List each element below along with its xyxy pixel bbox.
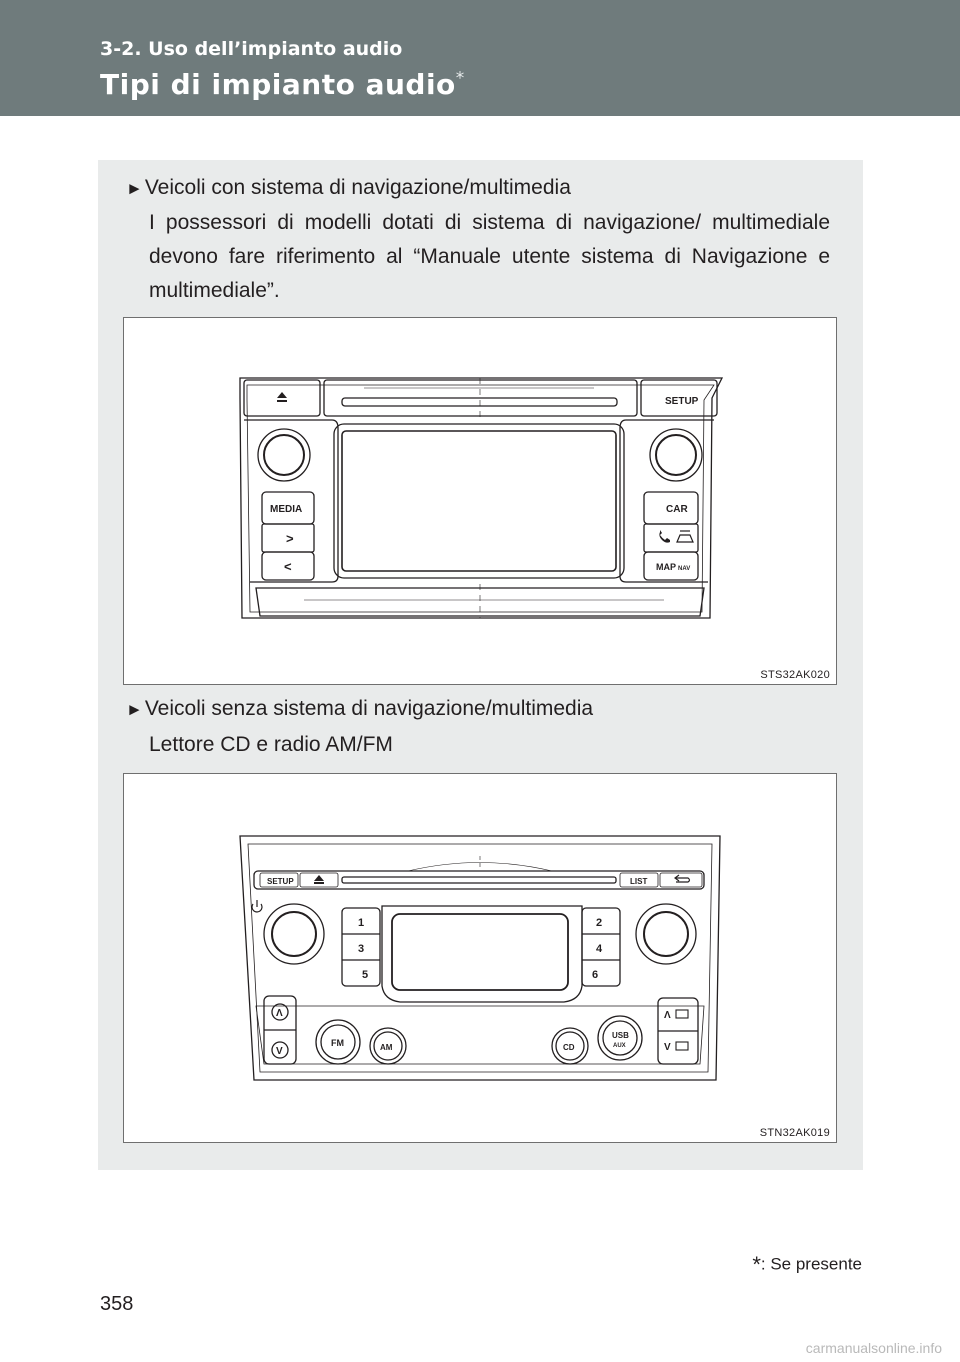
watermark: carmanualsonline.info [805,1340,942,1356]
eject-icon [314,875,324,884]
map-label: MAP [656,562,676,572]
preset-5-label: 5 [362,969,368,981]
media-label: MEDIA [270,504,302,515]
nav-instruction-paragraph: I possessori di modelli dotati di sistem… [149,211,830,302]
list-label: LIST [630,877,647,886]
up-label: Λ [276,1008,283,1019]
asterisk-mark: * [455,68,465,89]
next-label: > [286,531,294,546]
cd-label: CD [563,1043,575,1052]
preset-4-label: 4 [596,943,603,955]
cd-radio-subtitle: Lettore CD e radio AM/FM [149,733,393,756]
fm-label: FM [331,1038,344,1048]
figure-code: STN32AK019 [759,1127,830,1139]
preset-3-label: 3 [358,943,364,955]
figure-navigation-unit: SETUP MEDIA > < CAR MAP NAV STS32AK020 [123,317,837,685]
asterisk-mark: * [752,1252,761,1277]
prev-label: < [284,559,292,574]
car-settings-icon [676,530,694,543]
car-label: CAR [666,504,688,515]
aux-label: AUX [613,1043,626,1049]
page-number: 358 [100,1293,134,1315]
bullet-nav-vehicles: ►Veicoli con sistema di navigazione/mult… [126,176,571,200]
folder-down-label: V [664,1042,671,1053]
folder-up-icon [675,1009,689,1019]
preset-1-label: 1 [358,917,364,929]
setup-label: SETUP [665,396,699,407]
bullet-text: Veicoli con sistema di navigazione/multi… [144,176,571,199]
bullet-arrow-icon: ► [126,179,143,198]
navigation-unit-illustration: SETUP MEDIA > < CAR MAP NAV [239,377,724,619]
page-title: Tipi di impianto audio* [100,68,465,101]
folder-up-label: Λ [664,1010,671,1021]
bullet-non-nav-vehicles: ►Veicoli senza sistema di navigazione/mu… [126,697,593,721]
folder-down-icon [675,1041,689,1051]
nav-label: NAV [678,566,690,572]
power-icon [251,900,263,913]
figure-code: STS32AK020 [760,669,830,681]
am-label: AM [380,1043,393,1052]
footnote-text: : Se presente [760,1254,862,1274]
page-title-text: Tipi di impianto audio [100,68,456,101]
phone-icon [659,530,670,543]
footnote: *: Se presente [752,1252,862,1278]
bullet-text: Veicoli senza sistema di navigazione/mul… [144,697,594,720]
bullet-arrow-icon: ► [126,700,143,719]
cd-radio-unit-illustration: SETUP LIST 1 2 3 4 5 6 Λ V Λ V FM AM CD … [239,835,721,1081]
preset-6-label: 6 [592,969,598,981]
preset-2-label: 2 [596,917,602,929]
section-title: 3-2. Uso dell’impianto audio [100,38,403,60]
page-header: 3-2. Uso dell’impianto audio Tipi di imp… [0,0,960,116]
figure-cd-radio-unit: SETUP LIST 1 2 3 4 5 6 Λ V Λ V FM AM CD … [123,773,837,1143]
setup-label: SETUP [267,877,294,886]
back-icon [674,874,691,883]
down-label: V [276,1046,283,1057]
eject-icon [277,392,287,402]
usb-label: USB [612,1031,629,1040]
